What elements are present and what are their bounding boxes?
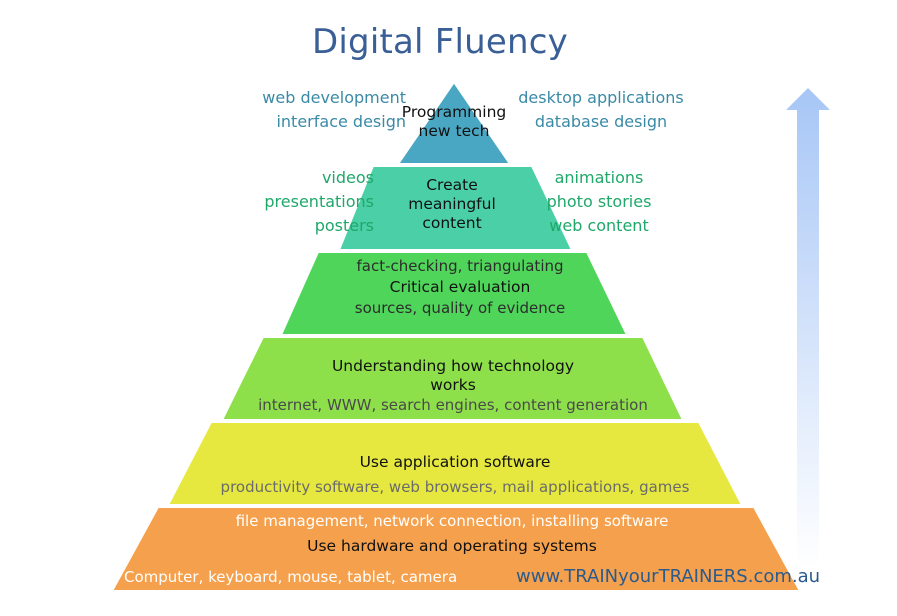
level-critical-label: Critical evaluation — [389, 278, 531, 297]
page-title: Digital Fluency — [312, 22, 568, 62]
level-understanding-label: Understanding how technology works — [331, 357, 575, 394]
programming-right-examples: desktop applications database design — [518, 88, 684, 131]
level-application-sub: productivity software, web browsers, mai… — [220, 477, 690, 496]
create-right-examples: animations photo stories web content — [546, 168, 652, 235]
level-critical-sub: sources, quality of evidence — [354, 299, 566, 318]
level-critical-top: fact-checking, triangulating — [356, 257, 564, 275]
level-application-text: Use application software productivity so… — [168, 453, 742, 496]
level-programming-label: Programming new tech — [401, 103, 507, 140]
level-create-shape — [337, 165, 574, 251]
level-create-label: Create meaningful content — [408, 176, 496, 232]
level-application-label: Use application software — [359, 453, 551, 471]
create-left-examples: videos presentations posters — [264, 168, 374, 235]
level-hardware-shape — [110, 506, 802, 592]
level-hardware-top-text: file management, network connection, ins… — [235, 512, 669, 530]
level-application-shape — [166, 421, 744, 506]
level-hardware-sub: Computer, keyboard, mouse, tablet, camer… — [124, 568, 458, 586]
level-hardware-top: file management, network connection, ins… — [160, 512, 744, 556]
level-critical-shape — [279, 251, 629, 336]
level-programming-shape — [396, 80, 512, 165]
up-arrow-icon — [786, 88, 830, 568]
website-url: www.TRAINyourTRAINERS.com.au — [516, 566, 821, 587]
level-critical-text: fact-checking, triangulating Critical ev… — [300, 257, 620, 318]
level-understanding-text: Understanding how technology works inter… — [222, 357, 684, 414]
level-understanding-shape — [220, 336, 685, 421]
level-hardware-label: Use hardware and operating systems — [307, 537, 597, 556]
programming-left-examples: web development interface design — [262, 88, 406, 131]
level-understanding-sub: internet, WWW, search engines, content g… — [258, 395, 648, 414]
